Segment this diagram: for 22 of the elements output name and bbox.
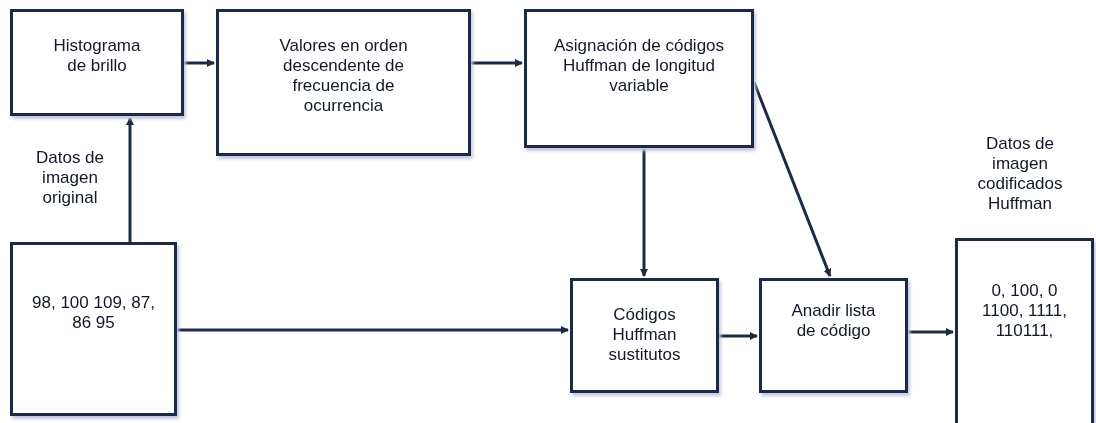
box-label: Anadir lista de código <box>790 301 877 341</box>
process-box <box>955 238 1094 423</box>
process-box <box>216 9 471 156</box>
arrow <box>908 328 954 336</box>
process-box <box>759 278 908 393</box>
arrow <box>126 117 134 242</box>
arrow <box>719 332 758 340</box>
arrow <box>471 59 523 67</box>
arrow <box>177 326 569 334</box>
box-label: Códigos Huffman sustitutos <box>607 305 682 365</box>
process-box <box>570 278 719 393</box>
process-box <box>10 242 177 416</box>
box-label: 0, 100, 0 1100, 1111, 110111, <box>981 281 1068 341</box>
arrow <box>640 148 648 277</box>
box-label: 98, 100 109, 87, 86 95 <box>31 293 156 333</box>
box-label: Valores en orden descendente de frecuencia de ocurrencia <box>278 36 409 116</box>
arrow <box>184 59 215 67</box>
process-box <box>10 9 184 116</box>
box-label: Histograma de brillo <box>52 36 142 76</box>
process-box <box>524 9 754 148</box>
arrow <box>752 81 832 277</box>
box-label: Asignación de códigos Huffman de longitud variable <box>552 36 726 96</box>
